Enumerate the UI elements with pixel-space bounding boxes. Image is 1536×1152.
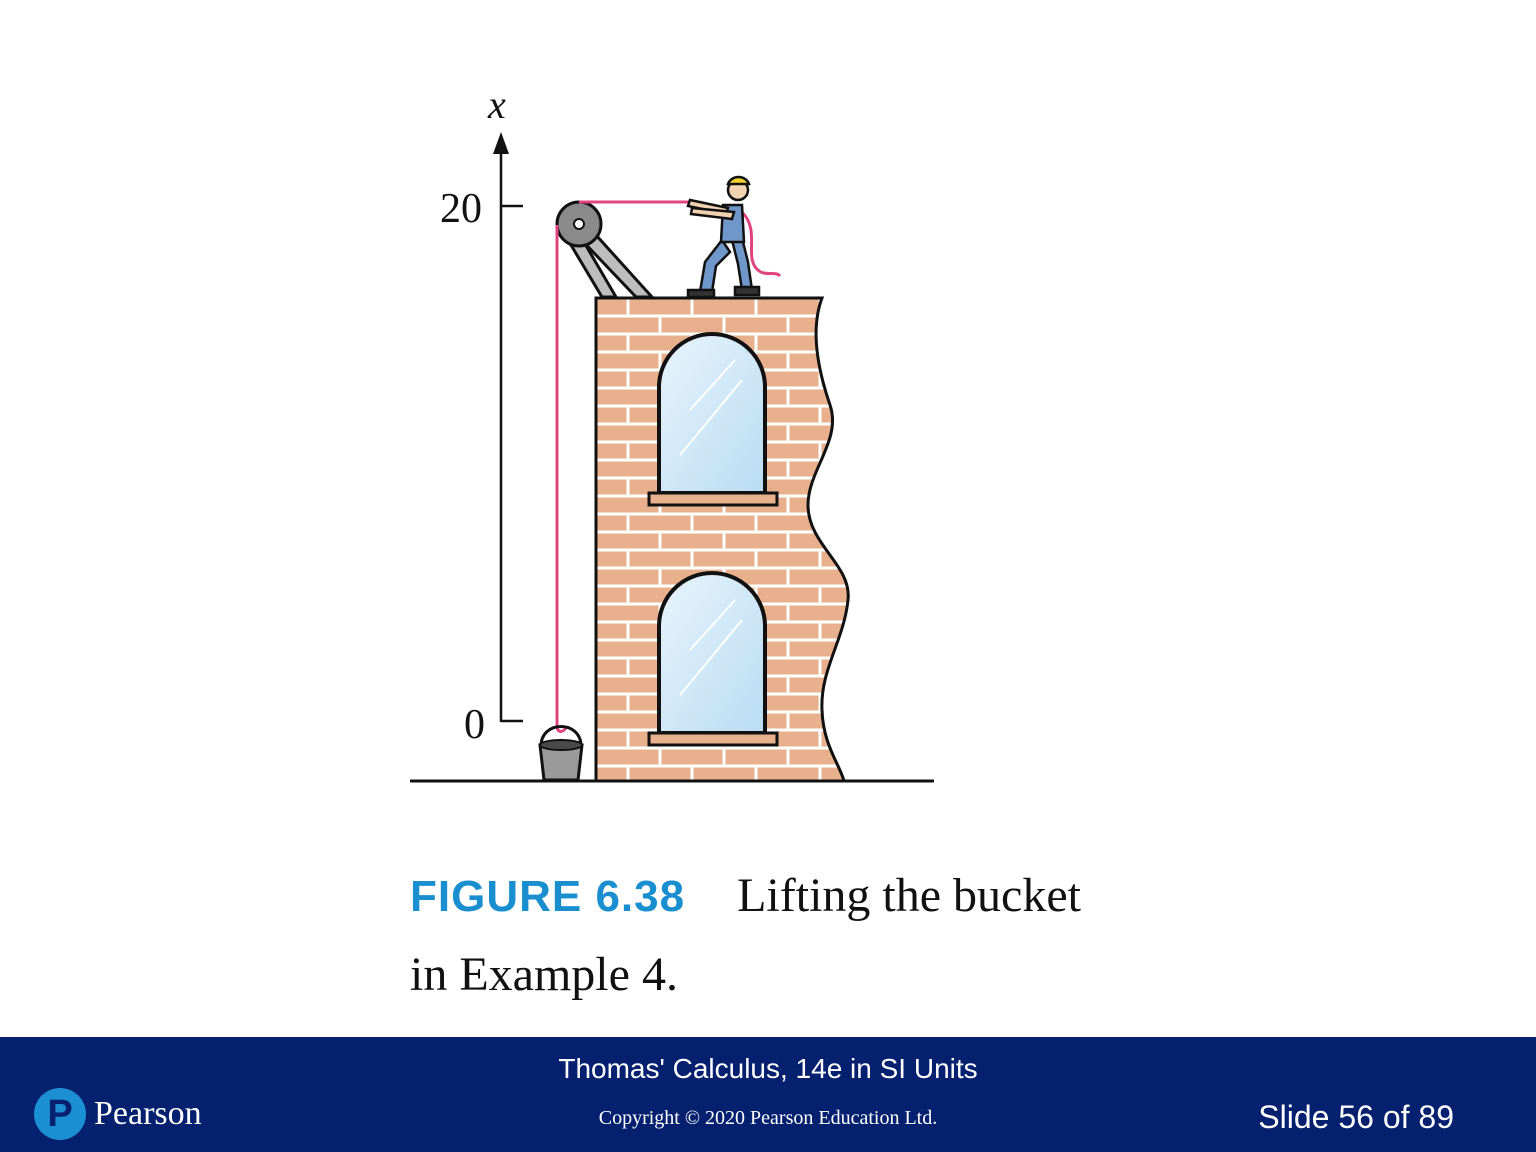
axis-label-x: x	[487, 82, 506, 127]
copyright-notice: Copyright © 2020 Pearson Education Ltd.	[598, 1107, 938, 1129]
figure-number: FIGURE 6.38	[410, 872, 686, 921]
caption-text-line2: in Example 4.	[410, 948, 678, 1001]
lower-window-sill	[647, 731, 779, 747]
rope	[555, 200, 782, 733]
pearson-p-icon: P	[34, 1088, 86, 1140]
caption-text-line1: Lifting the bucket	[737, 869, 1081, 922]
pearson-logo: P Pearson	[34, 1087, 202, 1141]
pulley	[555, 200, 656, 299]
lower-window	[647, 571, 779, 747]
upper-window-sill	[647, 491, 779, 507]
bucket	[538, 725, 584, 782]
bucket-lifting-diagram: x 20 0	[410, 82, 934, 783]
book-title: Thomas' Calculus, 14e in SI Units	[558, 1053, 978, 1084]
tick-label-20: 20	[440, 186, 482, 232]
pearson-wordmark: Pearson	[94, 1095, 202, 1132]
tick-label-0: 0	[464, 702, 485, 748]
figure-caption: FIGURE 6.38 Lifting the bucket in Example…	[410, 862, 1170, 1009]
worker-figure	[686, 175, 761, 299]
slide-footer: P Pearson Thomas' Calculus, 14e in SI Un…	[0, 1037, 1536, 1152]
upper-window	[647, 332, 779, 507]
x-axis: x 20 0	[440, 82, 523, 748]
slide-counter: Slide 56 of 89	[1258, 1099, 1454, 1135]
